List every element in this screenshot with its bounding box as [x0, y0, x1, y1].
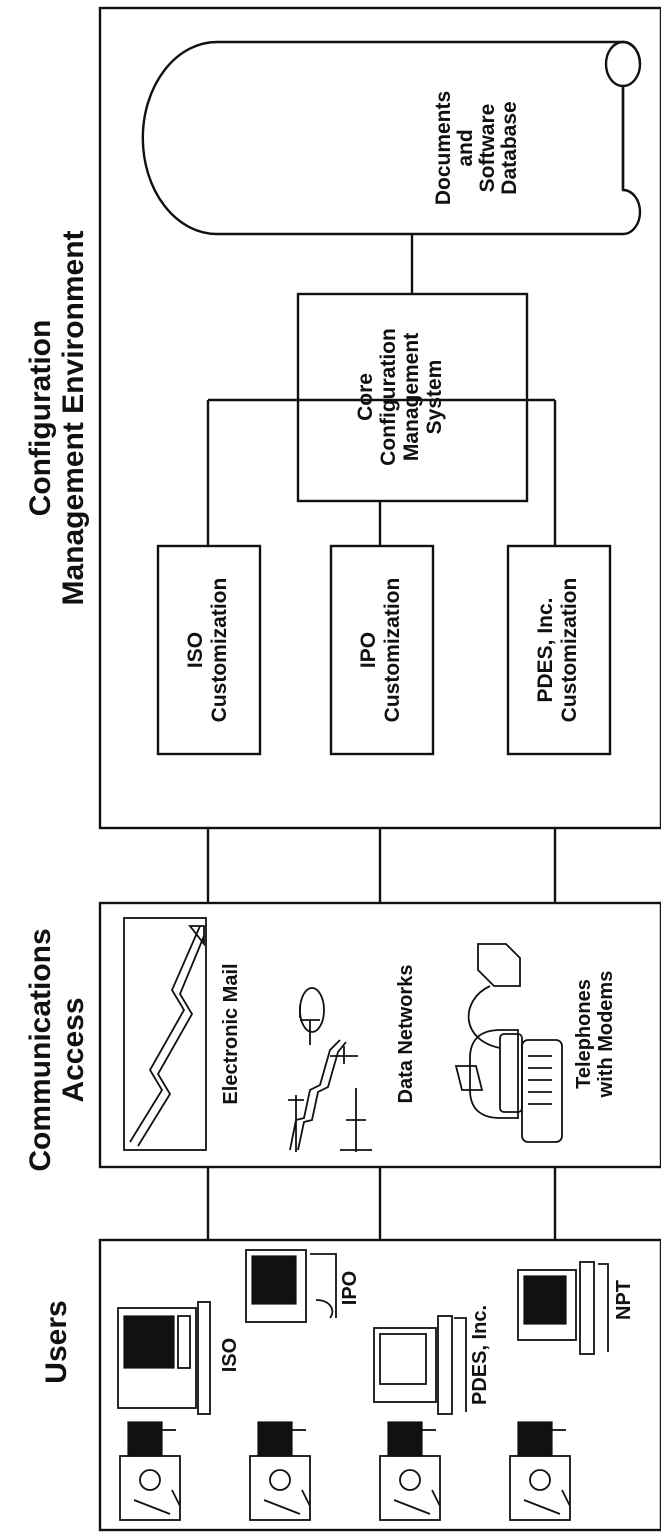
iso-custom-label-2: Customization: [208, 578, 231, 723]
ipo-customization-box: IPO Customization: [329, 544, 435, 756]
comm-section: Communications Access Electronic Mail Da…: [24, 901, 661, 1172]
comm-title-line2: Access: [57, 997, 90, 1102]
cme-title-line2: Management Environment: [57, 230, 90, 605]
user-ipo-label: IPO: [339, 1271, 361, 1305]
cme-title-line1: Configuration: [24, 320, 57, 517]
telephone-modem-icon: [454, 943, 563, 1143]
data-networks-label: Data Networks: [395, 965, 417, 1104]
core-cms-box: Core Configuration Management System: [296, 292, 529, 503]
computer-terminal-icon: [517, 1261, 609, 1355]
users-section: Users: [40, 1238, 661, 1532]
database-label-1: Documents: [432, 91, 455, 205]
email-label: Electronic Mail: [220, 963, 242, 1104]
pdes-custom-label-1: PDES, Inc.: [534, 597, 557, 702]
computer-terminal-icon: [245, 1249, 337, 1323]
connector-core-bus: [206, 398, 557, 546]
database-label-2: and: [454, 129, 477, 166]
core-label-2: Configuration: [377, 328, 400, 466]
users-title: Users: [40, 1300, 73, 1383]
documents-database: Documents and Software Database: [141, 40, 642, 236]
user-pdes-label: PDES, Inc.: [469, 1305, 491, 1405]
pdes-custom-label-2: Customization: [558, 578, 581, 723]
pdes-customization-box: PDES, Inc. Customization: [506, 544, 612, 756]
person-at-workstation-icon: [119, 1421, 181, 1521]
connector-cme-comm: [206, 828, 557, 903]
comm-title-line1: Communications: [24, 928, 57, 1171]
iso-customization-box: ISO Customization: [156, 544, 262, 756]
person-at-workstation-icon: [509, 1421, 571, 1521]
iso-custom-label-1: ISO: [184, 632, 207, 668]
data-network-icon: [288, 987, 372, 1152]
electronic-mail-icon: [123, 917, 207, 1151]
connector-comm-users: [206, 1167, 557, 1240]
person-at-workstation-icon: [379, 1421, 441, 1521]
computer-terminal-icon: [373, 1315, 467, 1415]
database-label-4: Database: [498, 101, 521, 194]
telephones-label-2: with Modems: [595, 971, 617, 1099]
database-label-3: Software: [476, 104, 499, 193]
core-label-1: Core: [354, 373, 377, 421]
core-label-3: Management: [400, 333, 423, 461]
user-npt-label: NPT: [613, 1280, 635, 1320]
core-label-4: System: [423, 360, 446, 435]
ipo-custom-label-2: Customization: [381, 578, 404, 723]
users-frame: [98, 1238, 661, 1532]
person-at-workstation-icon: [249, 1421, 311, 1521]
computer-terminal-icon: [117, 1301, 211, 1415]
user-iso-label: ISO: [219, 1338, 241, 1372]
cme-section: Configuration Management Environment Doc…: [24, 6, 661, 830]
ipo-custom-label-1: IPO: [357, 632, 380, 668]
telephones-label-1: Telephones: [573, 979, 595, 1089]
